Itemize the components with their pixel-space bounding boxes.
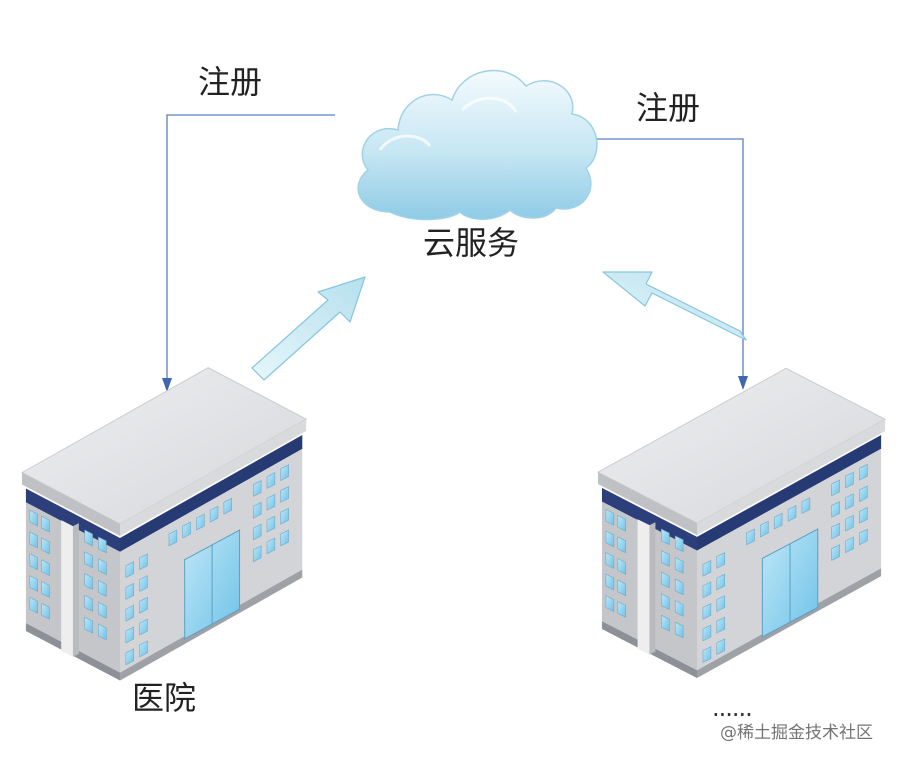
- left-edge-label: 注册: [198, 63, 263, 101]
- hospital-label: 医院: [132, 679, 197, 717]
- arrow-left-to-cloud: [251, 276, 366, 381]
- watermark: @稀土掘金技术社区: [720, 723, 873, 743]
- arrowhead-left: [162, 378, 172, 392]
- building-icon: [21, 367, 307, 682]
- cloud-icon: [357, 69, 598, 221]
- right-building-label: ......: [712, 694, 753, 722]
- building-icon: [597, 367, 886, 679]
- arrowhead-right: [738, 376, 748, 390]
- arrow-right-to-cloud: [602, 271, 747, 341]
- connector-left: [166, 114, 335, 378]
- connector-right: [592, 138, 744, 376]
- right-edge-label: 注册: [636, 89, 701, 127]
- cloud-label: 云服务: [423, 224, 520, 262]
